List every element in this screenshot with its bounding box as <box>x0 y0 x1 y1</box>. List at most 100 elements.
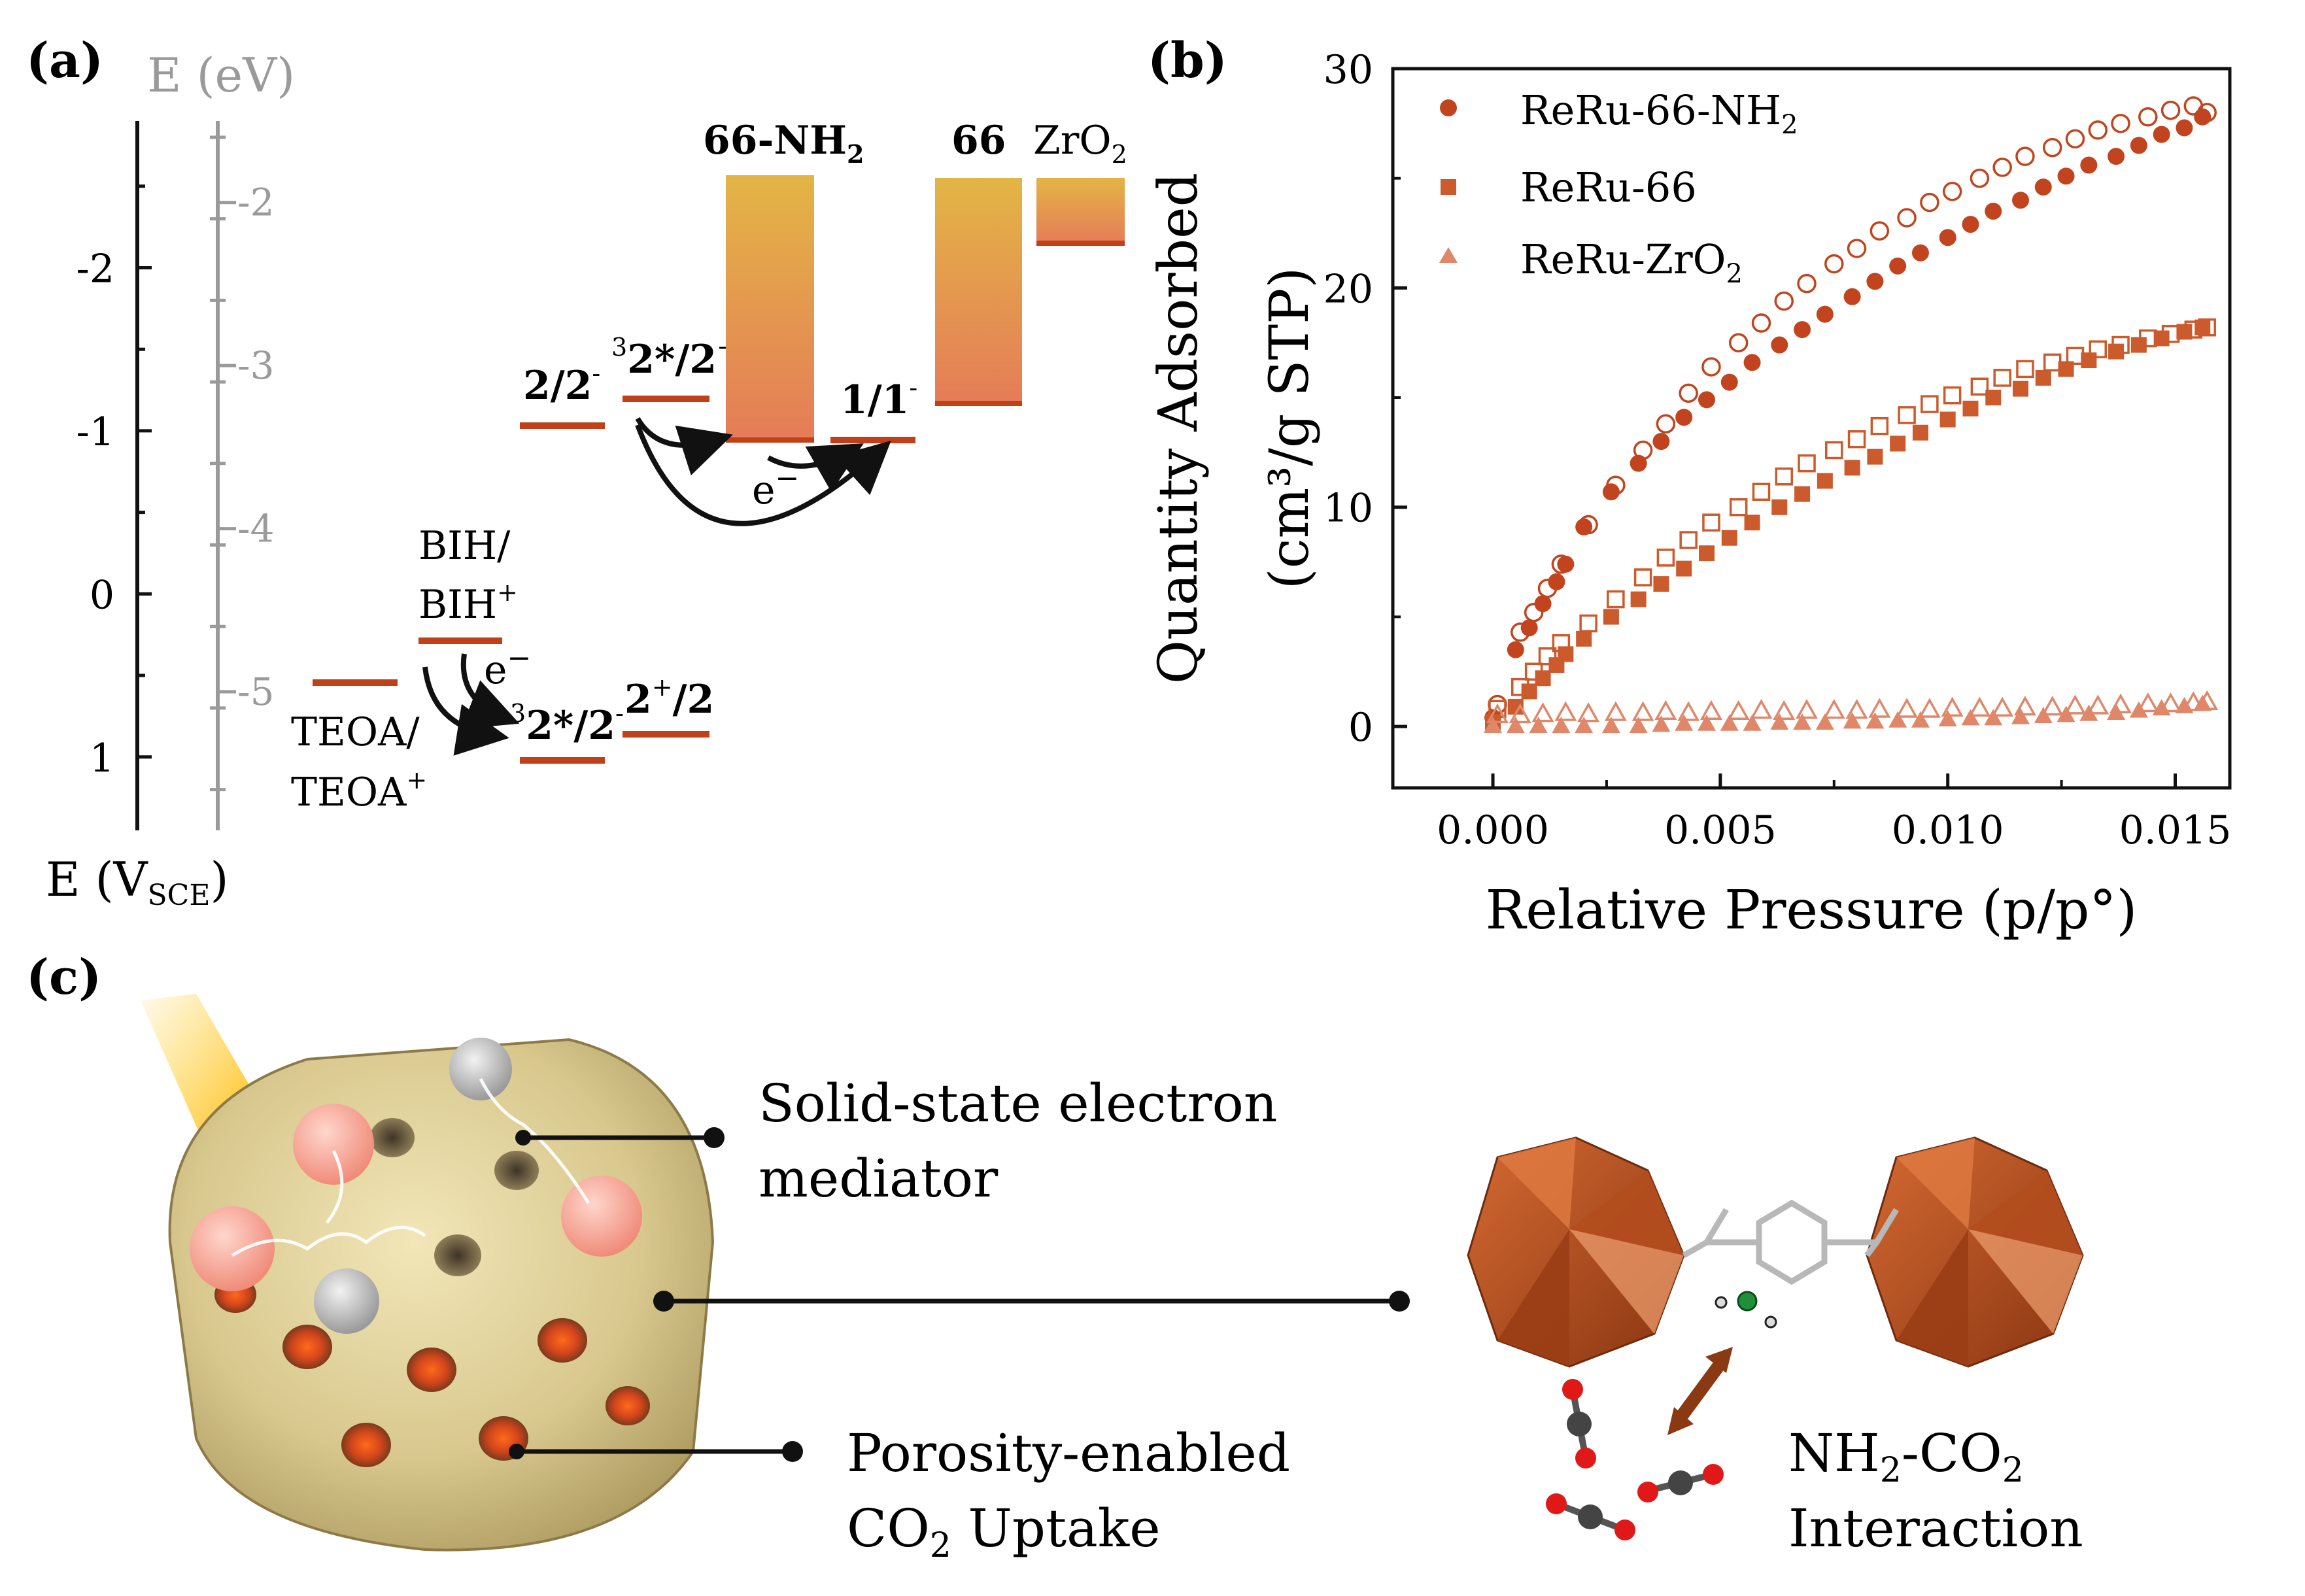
data-point-adsorption <box>1985 390 2002 406</box>
data-point-desorption <box>1699 700 1722 721</box>
data-point-adsorption <box>2194 108 2211 126</box>
data-point-adsorption <box>2080 156 2098 174</box>
data-point-desorption <box>1970 377 1989 396</box>
data-point-adsorption <box>2034 707 2053 724</box>
data-point-adsorption <box>1601 717 1620 734</box>
pore <box>494 1151 539 1190</box>
arrow-bih-right <box>460 653 520 729</box>
label-3-2star-2plus: 32*/2+ <box>611 333 738 382</box>
callout-dot-porosity-end <box>782 1441 803 1462</box>
plot-frame <box>1391 67 2232 790</box>
y-axis-unit: (cm³/g STP) <box>1259 267 1321 590</box>
data-point-desorption <box>2013 696 2036 716</box>
data-point-desorption <box>1773 700 1796 721</box>
data-point-desorption <box>1729 498 1748 517</box>
bar-zro2-label: ZrO2 <box>1033 118 1127 169</box>
plot-points <box>1484 96 2219 734</box>
data-point-adsorption <box>1675 714 1694 731</box>
data-point-adsorption <box>1676 560 1692 577</box>
data-point-desorption <box>1679 383 1698 403</box>
electron-label-upper: e− <box>752 462 799 513</box>
data-point-desorption <box>1870 221 1890 241</box>
data-point-desorption <box>2160 100 2181 120</box>
data-point-desorption <box>1798 454 1816 473</box>
data-point-adsorption <box>2057 705 2075 722</box>
bdc-linker <box>1682 1199 1899 1285</box>
co2-molecule <box>1562 1379 1596 1469</box>
data-point-adsorption <box>1911 244 1929 262</box>
label-1-1minus: 1/1- <box>840 373 917 423</box>
data-point-adsorption <box>1520 619 1538 637</box>
data-point-adsorption <box>1534 595 1552 613</box>
data-point-adsorption <box>1888 711 1907 728</box>
ev-axis-title: E (eV) <box>147 48 295 103</box>
data-point-adsorption <box>1557 555 1575 573</box>
data-point-adsorption <box>1867 449 1883 465</box>
zr-cluster-right <box>1866 1136 2084 1368</box>
data-point-adsorption <box>1602 483 1620 501</box>
ev-tick-label: -2 <box>237 180 275 225</box>
ev-tick-label: -5 <box>237 670 275 714</box>
data-point-adsorption <box>1984 709 2003 726</box>
data-point-desorption <box>1847 239 1867 258</box>
interaction-double-arrow <box>1667 1347 1733 1435</box>
data-point-adsorption <box>2176 119 2193 137</box>
callout-mediator-line2: mediator <box>759 1148 999 1209</box>
data-point-adsorption <box>1506 717 1525 734</box>
data-point-desorption <box>1824 254 1844 274</box>
data-point-adsorption <box>2058 361 2074 377</box>
data-point-adsorption <box>1962 216 1979 233</box>
data-point-adsorption <box>2130 337 2147 353</box>
legend-marker-nh2 <box>1440 99 1457 116</box>
callout-dot-interaction-start <box>653 1291 674 1312</box>
panel-c-illustration: (c) <box>26 949 2084 1565</box>
arrow-excited-to-mediator <box>635 424 891 526</box>
data-point-adsorption <box>2130 137 2147 154</box>
label-2plus-2: 2+/2 <box>624 673 714 722</box>
data-point-desorption <box>1554 701 1577 721</box>
data-point-adsorption <box>1720 373 1738 391</box>
data-point-adsorption <box>1816 305 1834 323</box>
data-point-adsorption <box>1866 273 1884 290</box>
data-point-adsorption <box>2108 148 2125 165</box>
vsce-tick-label: -2 <box>77 246 114 292</box>
data-point-desorption <box>1679 531 1698 549</box>
y-tick-label: 10 <box>1323 486 1373 532</box>
ev-tick-label: -3 <box>237 343 275 388</box>
callout-dot-interaction-end <box>1389 1291 1410 1312</box>
data-point-adsorption <box>2129 701 2148 718</box>
data-point-desorption <box>1775 467 1794 486</box>
data-point-adsorption <box>2176 324 2193 340</box>
rhenium-sphere <box>449 1038 512 1100</box>
pore <box>606 1386 650 1425</box>
data-point-adsorption <box>2108 343 2125 360</box>
data-point-adsorption <box>1521 683 1537 700</box>
data-point-adsorption <box>1889 257 1907 275</box>
data-point-adsorption <box>2152 699 2171 716</box>
data-point-desorption <box>1538 647 1557 666</box>
data-point-desorption <box>2042 137 2062 158</box>
label-2-2minus: 2/2- <box>523 359 600 409</box>
data-point-desorption <box>1897 208 1917 228</box>
data-point-desorption <box>1702 513 1720 532</box>
data-point-desorption <box>1509 703 1531 724</box>
data-point-desorption <box>2041 696 2064 716</box>
bar-66-label: 66 <box>951 118 1006 163</box>
co2-molecule <box>1546 1493 1635 1540</box>
ruthenium-sphere <box>293 1104 374 1185</box>
bar-zro2 <box>1036 178 1125 243</box>
y-tick-label: 0 <box>1348 705 1373 751</box>
zr-cluster-left <box>1467 1136 1685 1368</box>
data-point-desorption <box>1656 414 1676 434</box>
data-point-desorption <box>1604 701 1627 721</box>
pore <box>538 1318 587 1363</box>
data-point-adsorption <box>1866 712 1885 729</box>
bar-66 <box>935 178 1022 403</box>
data-point-desorption <box>1942 182 1962 201</box>
data-point-adsorption <box>1652 715 1671 732</box>
data-point-desorption <box>1750 699 1773 719</box>
label-bih-top: BIH/ <box>418 523 511 569</box>
